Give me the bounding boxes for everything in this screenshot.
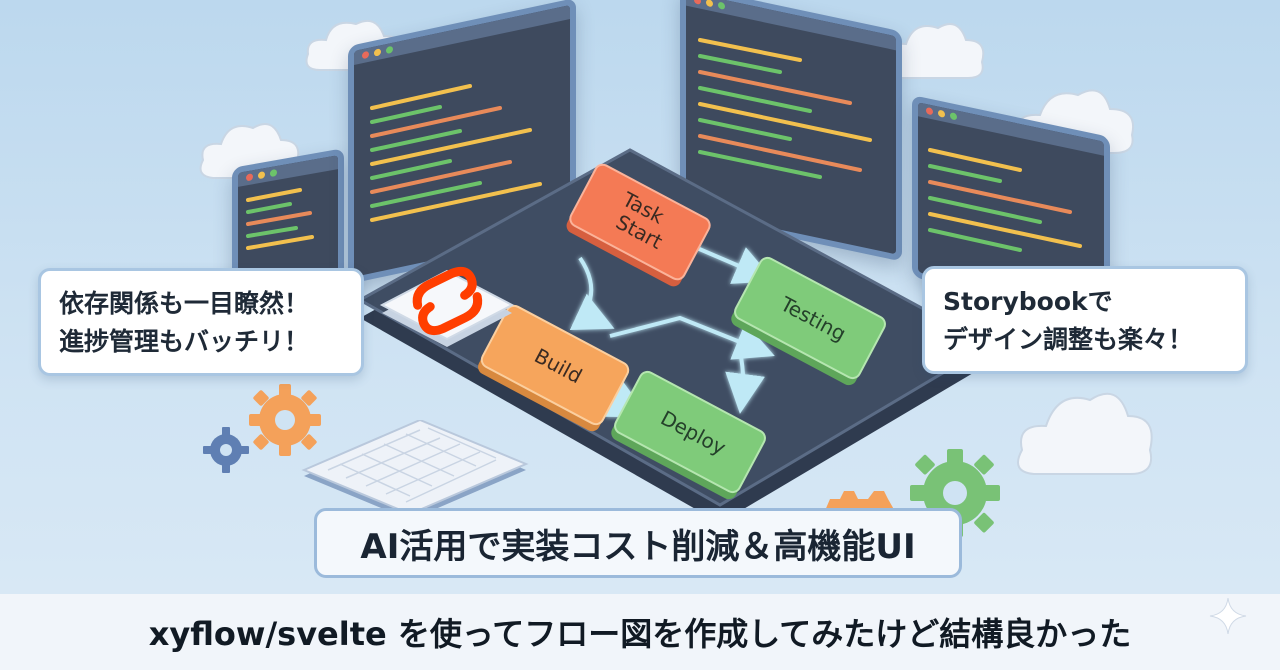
svelte-logo-icon (379, 266, 515, 347)
edge-testing-deploy (725, 351, 765, 414)
article-title: xyflow/svelte を使ってフロー図を作成してみたけど結構良かった (148, 615, 1132, 653)
sparkle-icon (1209, 597, 1247, 635)
right-speech-bubble: Storybookで デザイン調整も楽々！ (922, 266, 1248, 374)
keyboard-icon (301, 420, 529, 520)
article-title-bar: xyflow/svelte を使ってフロー図を作成してみたけど結構良かった (0, 594, 1280, 670)
node-build (478, 304, 630, 432)
node-deploy (611, 370, 766, 500)
edge-start-testing (689, 243, 775, 284)
edge-start-build (569, 256, 615, 330)
gear-icon (203, 427, 249, 473)
node-task-start (566, 163, 711, 287)
gear-icon (249, 384, 321, 456)
subtitle-banner: AI活用で実装コスト削減＆高機能UI (314, 508, 962, 578)
cloud-icon (1017, 392, 1153, 475)
left-speech-bubble: 依存関係も一目瞭然！ 進捗管理もバッチリ！ (38, 268, 364, 376)
gear-icon (824, 491, 896, 513)
edge-build-testing (609, 315, 775, 360)
left-bubble-line-2: 進捗管理もバッチリ！ (59, 327, 310, 356)
code-lines (246, 38, 1082, 252)
right-bubble-line-2: デザイン調整も楽々！ (943, 325, 1194, 354)
flow-diagram: Task Start Testing Build Deploy (356, 148, 994, 523)
left-bubble-line-1: 依存関係も一目瞭然！ (59, 289, 310, 318)
node-testing (731, 256, 886, 386)
right-bubble-line-1: Storybookで (943, 287, 1113, 316)
subtitle-banner-text: AI活用で実装コスト削減＆高機能UI (360, 526, 916, 567)
